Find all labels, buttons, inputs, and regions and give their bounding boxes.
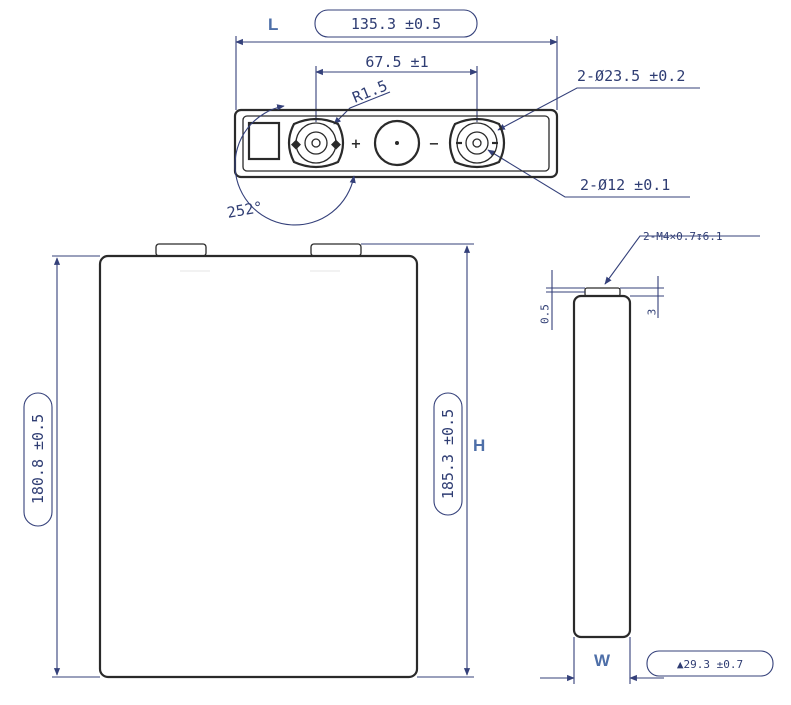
minus-sign: − bbox=[429, 137, 440, 152]
total-height-label-frame bbox=[433, 392, 463, 516]
width-label-frame bbox=[646, 650, 774, 677]
body-height-value: 180.8 ±0.5 bbox=[29, 414, 47, 504]
width-value: ▲29.3 ±0.7 bbox=[677, 658, 743, 671]
side-view: 2-M4×0.7↧6.1 0.5 3 W ▲29.3 ±0.7 bbox=[539, 230, 774, 684]
body-height-label-frame bbox=[23, 392, 53, 527]
safety-vent bbox=[373, 119, 421, 167]
plus-sign: + bbox=[351, 137, 362, 152]
radius-value: R1.5 bbox=[350, 76, 390, 106]
svg-text:◆: ◆ bbox=[331, 137, 341, 152]
length-label-frame bbox=[314, 9, 478, 38]
height-letter: H bbox=[473, 436, 485, 455]
total-height-value: 185.3 ±0.5 bbox=[439, 409, 457, 499]
pitch-value: 67.5 ±1 bbox=[365, 53, 428, 71]
front-terminal-left bbox=[155, 243, 207, 257]
top-view: L 135.3 ±0.5 67.5 ±1 R1.5 2-Ø23.5 ±0.2 2… bbox=[226, 9, 700, 226]
front-terminal-right bbox=[310, 243, 362, 257]
terminal-diameter-value: 2-Ø23.5 ±0.2 bbox=[577, 67, 685, 85]
negative-terminal bbox=[448, 117, 506, 169]
positive-terminal: ◆ ◆ bbox=[287, 117, 345, 169]
length-value: 135.3 ±0.5 bbox=[351, 15, 441, 33]
angle-arc bbox=[234, 104, 356, 226]
cell-top-inner bbox=[242, 115, 550, 172]
length-letter: L bbox=[268, 15, 278, 34]
label-square bbox=[247, 121, 281, 161]
cell-top-outline bbox=[233, 108, 559, 179]
side-body-outline bbox=[572, 294, 632, 639]
inner-diameter-value: 2-Ø12 ±0.1 bbox=[580, 176, 670, 194]
terminal-height-value: 3 bbox=[646, 309, 659, 316]
side-terminal bbox=[584, 287, 621, 297]
thread-leader bbox=[604, 235, 760, 285]
offset-value: 0.5 bbox=[539, 304, 552, 324]
width-letter: W bbox=[594, 651, 611, 670]
svg-text:◆: ◆ bbox=[291, 137, 301, 152]
front-body-outline bbox=[98, 254, 419, 679]
inner-diameter-leader bbox=[487, 149, 690, 198]
front-view: 180.8 ±0.5 185.3 ±0.5 H bbox=[23, 243, 485, 679]
angle-value: 252° bbox=[226, 198, 265, 222]
